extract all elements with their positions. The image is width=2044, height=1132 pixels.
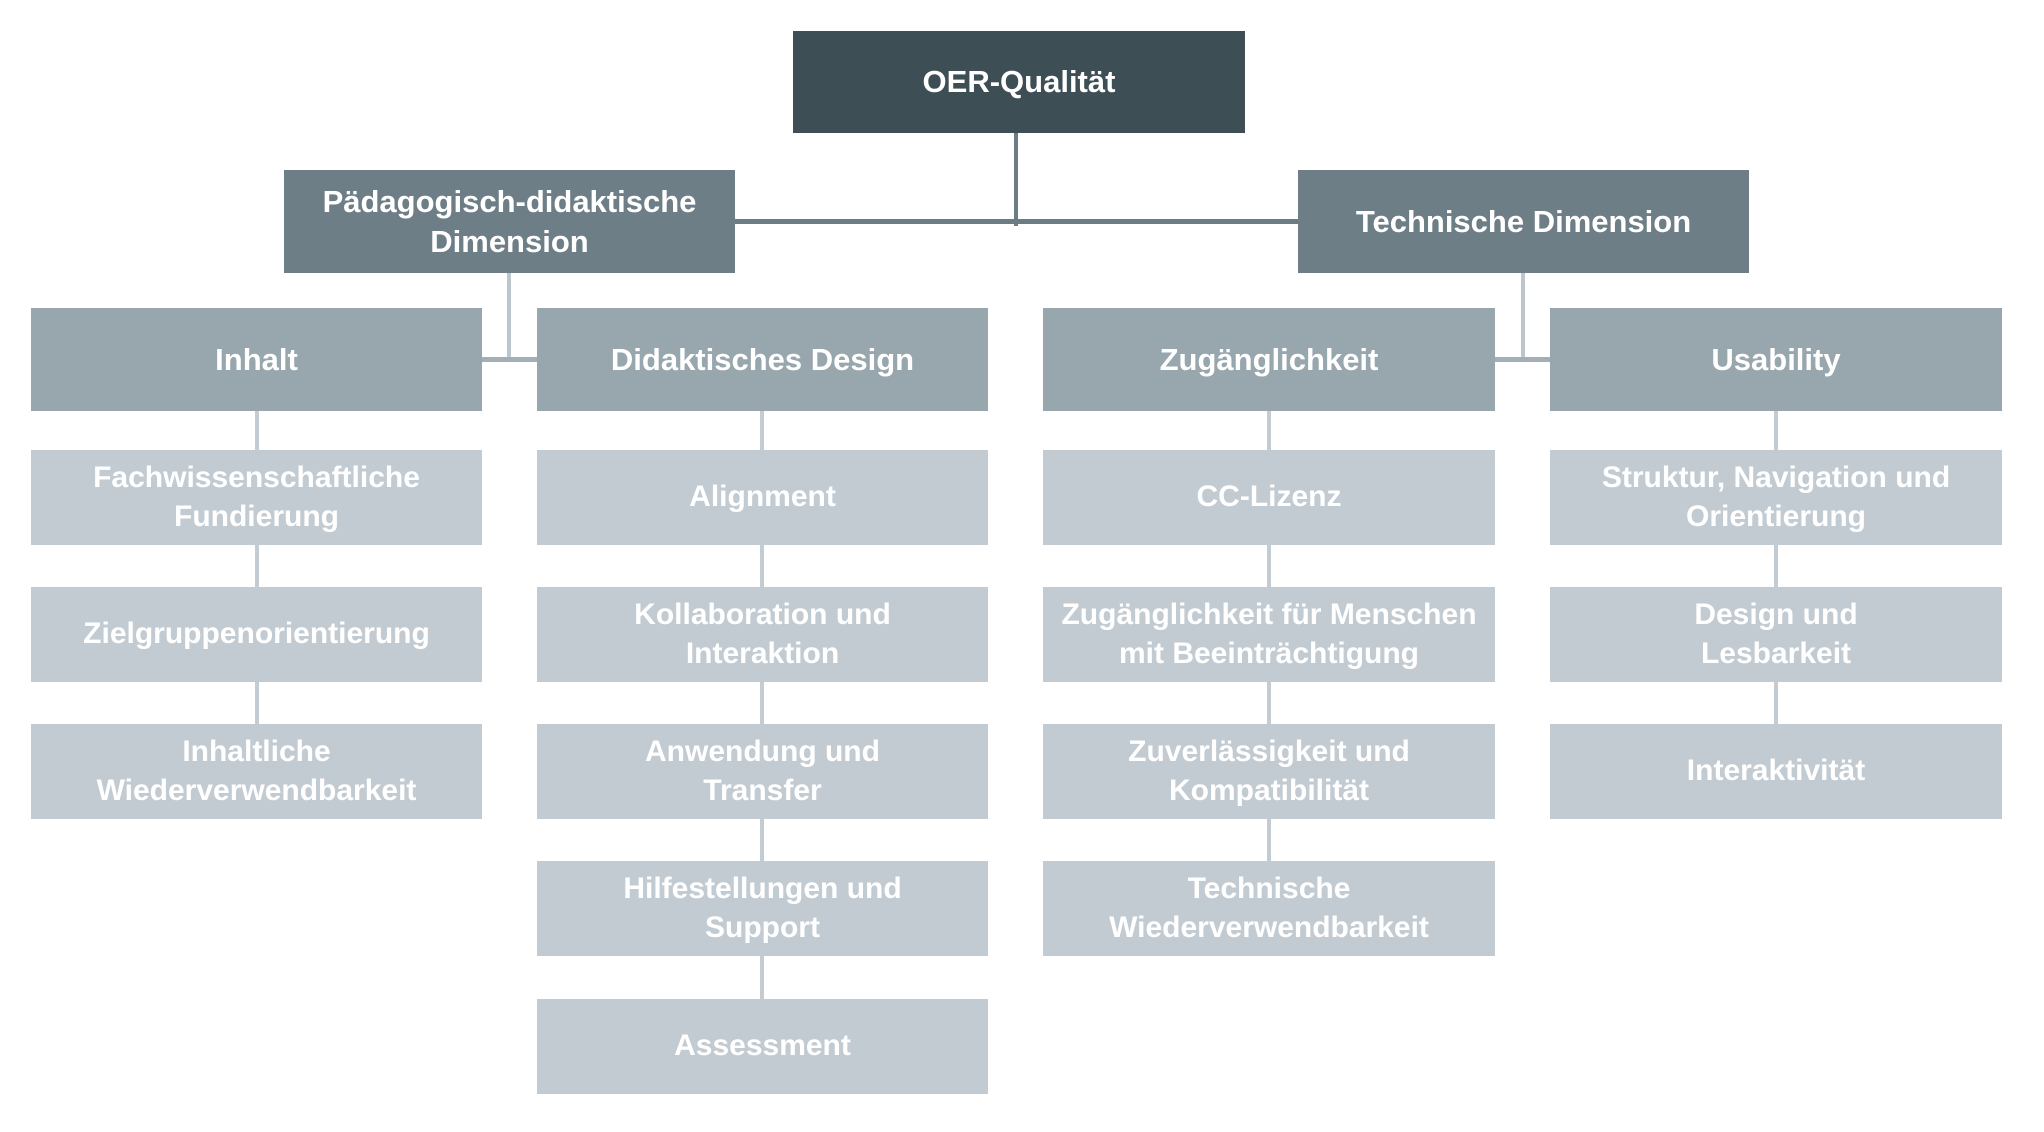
node-zugaenglichkeit: Zugänglichkeit bbox=[1043, 308, 1495, 411]
node-usability: Usability bbox=[1550, 308, 2002, 411]
node-label: Assessment bbox=[674, 1029, 851, 1063]
node-inhalt: Inhalt bbox=[31, 308, 482, 411]
node-assessment: Assessment bbox=[537, 999, 988, 1094]
node-label: Zielgruppenorientierung bbox=[83, 617, 430, 651]
node-anwendung-und-transfer: Anwendung und Transfer bbox=[537, 724, 988, 819]
node-technische-wiederverwendbarkeit: Technische Wiederverwendbarkeit bbox=[1043, 861, 1495, 956]
node-cc-lizenz: CC-Lizenz bbox=[1043, 450, 1495, 545]
node-label: Didaktisches Design bbox=[610, 341, 915, 377]
node-technische-dimension: Technische Dimension bbox=[1298, 170, 1749, 273]
connector-col3-seg4 bbox=[1267, 819, 1271, 861]
connector-dimension-left-horizontal bbox=[482, 357, 537, 362]
node-label: Usability bbox=[1711, 341, 1841, 377]
connector-col4-seg1 bbox=[1774, 411, 1778, 450]
node-label: Interaktivität bbox=[1686, 754, 1866, 788]
node-paedagogisch-didaktische-dimension: Pädagogisch-didaktische Dimension bbox=[284, 170, 735, 273]
node-struktur-navigation-und-orientierung: Struktur, Navigation und Orientierung bbox=[1550, 450, 2002, 545]
connector-col2-seg5 bbox=[760, 956, 764, 999]
connector-dimension-right-horizontal bbox=[1495, 357, 1550, 362]
node-interaktivitaet: Interaktivität bbox=[1550, 724, 2002, 819]
connector-dimension-right-drop bbox=[1521, 273, 1525, 362]
connector-col3-seg1 bbox=[1267, 411, 1271, 450]
node-label: Zugänglichkeit bbox=[1159, 341, 1379, 377]
node-zielgruppenorientierung: Zielgruppenorientierung bbox=[31, 587, 482, 682]
connector-col2-seg4 bbox=[760, 819, 764, 861]
node-label: Zugänglichkeit für Menschen mit Beeinträ… bbox=[1061, 598, 1477, 670]
connector-dimension-left-drop bbox=[507, 273, 511, 362]
node-fachwissenschaftliche-fundierung: Fachwissenschaftliche Fundierung bbox=[31, 450, 482, 545]
node-oer-qualitaet: OER-Qualität bbox=[793, 31, 1245, 133]
node-label: Anwendung und Transfer bbox=[645, 735, 880, 807]
connector-col4-seg3 bbox=[1774, 682, 1778, 724]
node-label: Technische Wiederverwendbarkeit bbox=[1109, 872, 1429, 944]
node-label: Alignment bbox=[689, 480, 836, 514]
connector-col3-seg2 bbox=[1267, 545, 1271, 587]
node-label: Kollaboration und Interaktion bbox=[634, 598, 891, 670]
connector-col4-seg2 bbox=[1774, 545, 1778, 587]
connector-root-drop bbox=[1014, 133, 1018, 226]
node-zugaenglichkeit-fuer-menschen-mit-beeintraechtigung: Zugänglichkeit für Menschen mit Beeinträ… bbox=[1043, 587, 1495, 682]
node-label: Fachwissenschaftliche Fundierung bbox=[93, 461, 420, 533]
node-didaktisches-design: Didaktisches Design bbox=[537, 308, 988, 411]
node-hilfestellungen-und-support: Hilfestellungen und Support bbox=[537, 861, 988, 956]
node-label: Zuverlässigkeit und Kompatibilität bbox=[1128, 735, 1410, 807]
node-zuverlaessigkeit-und-kompatibilitaet: Zuverlässigkeit und Kompatibilität bbox=[1043, 724, 1495, 819]
node-label: Technische Dimension bbox=[1355, 203, 1692, 239]
connector-col2-seg3 bbox=[760, 682, 764, 724]
connector-col1-seg2 bbox=[255, 545, 259, 587]
node-design-und-lesbarkeit: Design und Lesbarkeit bbox=[1550, 587, 2002, 682]
node-kollaboration-und-interaktion: Kollaboration und Interaktion bbox=[537, 587, 988, 682]
node-label: Inhalt bbox=[215, 341, 298, 377]
node-label: Design und Lesbarkeit bbox=[1694, 598, 1858, 670]
node-label: OER-Qualität bbox=[922, 64, 1116, 100]
connector-col1-seg3 bbox=[255, 682, 259, 724]
connector-col2-seg1 bbox=[760, 411, 764, 450]
connector-col3-seg3 bbox=[1267, 682, 1271, 724]
connector-col1-seg1 bbox=[255, 411, 259, 450]
node-label: CC-Lizenz bbox=[1196, 480, 1342, 514]
node-label: Struktur, Navigation und Orientierung bbox=[1601, 461, 1951, 533]
node-label: Hilfestellungen und Support bbox=[623, 872, 902, 944]
connector-col2-seg2 bbox=[760, 545, 764, 587]
connector-root-horizontal bbox=[735, 219, 1298, 224]
node-label: Inhaltliche Wiederverwendbarkeit bbox=[96, 735, 417, 807]
node-label: Pädagogisch-didaktische Dimension bbox=[322, 184, 697, 259]
node-alignment: Alignment bbox=[537, 450, 988, 545]
node-inhaltliche-wiederverwendbarkeit: Inhaltliche Wiederverwendbarkeit bbox=[31, 724, 482, 819]
